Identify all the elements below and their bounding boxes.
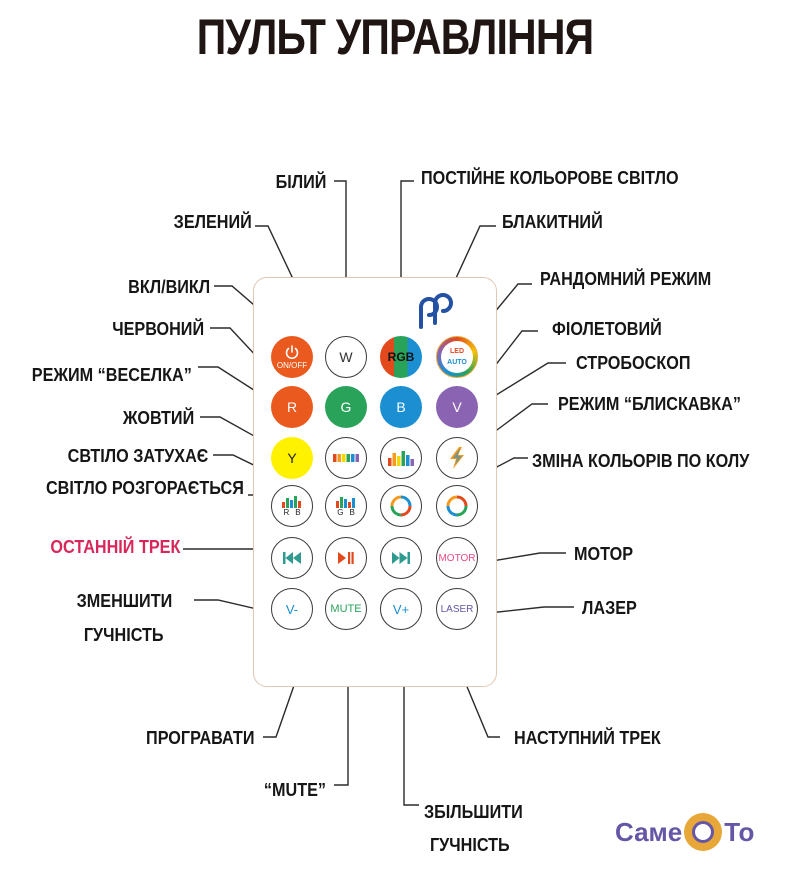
mute-button[interactable]: MUTE [325, 588, 367, 630]
white-button[interactable]: W [325, 336, 367, 378]
brand-logo-icon [419, 293, 453, 329]
label-blue: БЛАКИТНИЙ [502, 212, 603, 232]
yellow-button[interactable]: Y [271, 437, 313, 479]
power-icon [285, 344, 299, 359]
next-track-icon [392, 552, 410, 564]
random-mode-button[interactable]: LED AUTO [436, 336, 478, 378]
blue-button[interactable]: B [380, 386, 422, 428]
color-circle-button-2[interactable] [436, 485, 478, 527]
color-circle-reverse-icon [446, 495, 468, 517]
label-fade-out: СВТІЛО ЗАТУХАЄ [67, 446, 208, 466]
volume-up-button-label: V+ [392, 601, 410, 617]
rgb-constant-button[interactable]: R G B [380, 336, 422, 378]
brand-part2: То [724, 816, 755, 847]
label-fade-in: СВІТЛО РОЗГОРАЄТЬСЯ [46, 478, 244, 498]
color-circle-button-1[interactable] [380, 485, 422, 527]
yellow-button-label: Y [287, 450, 297, 466]
motor-button-label: MOTOR [438, 552, 476, 564]
label-lightning-mode: РЕЖИМ “БЛИСКАВКА” [558, 394, 741, 414]
power-button[interactable]: ON/OFF [271, 336, 313, 378]
label-violet: ФІОЛЕТОВИЙ [552, 319, 662, 339]
rainbow-bars-icon [333, 454, 359, 462]
white-button-label: W [339, 349, 353, 365]
label-red: ЧЕРВОНИЙ [112, 319, 204, 339]
next-track-button[interactable] [380, 537, 422, 579]
fade-in-g-label: G [337, 507, 344, 517]
green-button-label: G [340, 399, 352, 415]
green-button[interactable]: G [325, 386, 367, 428]
lightning-mode-button[interactable] [436, 437, 478, 479]
play-pause-icon [338, 552, 354, 564]
label-play: ПРОГРАВАТИ [145, 728, 254, 748]
auto-bottom-label: AUTO [447, 359, 467, 366]
label-white: БІЛИЙ [275, 172, 326, 192]
leader-vol-down [194, 599, 271, 613]
power-button-label: ON/OFF [276, 360, 308, 370]
label-volume-up-line1: ЗБІЛЬШИТИ [424, 802, 523, 822]
label-rainbow-mode: РЕЖИМ “ВЕСЕЛКА” [31, 365, 192, 385]
color-circle-icon [390, 495, 412, 517]
label-motor: МОТОР [574, 544, 634, 564]
label-laser: ЛАЗЕР [582, 598, 637, 618]
label-volume-down-line2: ГУЧНІСТЬ [84, 625, 164, 645]
rainbow-mode-button[interactable] [325, 437, 367, 479]
brand-eye-icon [684, 813, 723, 851]
mute-button-label: MUTE [330, 603, 362, 615]
motor-button[interactable]: MOTOR [436, 537, 478, 579]
prev-track-button[interactable] [271, 537, 313, 579]
violet-button-label: V [452, 399, 462, 415]
rgb-g-label: G [396, 350, 406, 364]
label-green: ЗЕЛЕНИЙ [173, 212, 252, 232]
prev-track-icon [283, 552, 301, 564]
label-volume-up-line2: ГУЧНІСТЬ [430, 835, 510, 855]
volume-down-button-label: V- [285, 601, 299, 617]
fade-out-bars-icon [282, 495, 301, 508]
red-button-label: R [286, 399, 298, 415]
label-random-mode: РАНДОМНИЙ РЕЖИМ [540, 269, 712, 289]
fade-in-button[interactable]: G B [325, 485, 367, 527]
volume-up-button[interactable]: V+ [380, 588, 422, 630]
laser-button[interactable]: LASER [436, 588, 478, 630]
auto-top-label: LED [450, 348, 464, 355]
laser-button-label: LASER [440, 603, 474, 615]
page-title: ПУЛЬТ УПРАВЛІННЯ [196, 9, 594, 65]
leader-vol-up [403, 628, 419, 806]
label-yellow: ЖОВТИЙ [122, 408, 194, 428]
lightning-icon [450, 447, 464, 469]
fade-in-b-label: B [349, 507, 355, 517]
label-strobe: СТРОБОСКОП [576, 353, 691, 373]
leader-laser [479, 606, 574, 615]
rgb-b-label: B [405, 350, 415, 364]
label-on-off: ВКЛ/ВИКЛ [127, 277, 210, 297]
fade-out-r-label: R [283, 507, 290, 517]
label-mute: “MUTE” [263, 780, 326, 800]
volume-down-button[interactable]: V- [271, 588, 313, 630]
label-color-circle: ЗМІНА КОЛЬОРІВ ПО КОЛУ [532, 451, 750, 471]
violet-button[interactable]: V [436, 386, 478, 428]
label-constant-color: ПОСТІЙНЕ КОЛЬОРОВЕ СВІТЛО [421, 168, 679, 188]
fade-out-button[interactable]: R B [271, 485, 313, 527]
label-next-track: НАСТУПНИЙ ТРЕК [514, 728, 661, 748]
label-prev-track: ОСТАННІЙ ТРЕК [50, 537, 180, 557]
brand-watermark: Саме То [615, 812, 754, 852]
strobe-button[interactable] [380, 437, 422, 479]
brand-part1: Саме [615, 816, 683, 847]
strobe-bars-icon [388, 451, 414, 466]
leader-motor [479, 552, 566, 564]
blue-button-label: B [396, 399, 406, 415]
rgb-r-label: R [387, 350, 397, 364]
fade-out-b-label: B [295, 507, 301, 517]
red-button[interactable]: R [271, 386, 313, 428]
fade-in-bars-icon [336, 496, 355, 508]
play-pause-button[interactable] [325, 537, 367, 579]
label-volume-down-line1: ЗМЕНШИТИ [76, 591, 172, 611]
